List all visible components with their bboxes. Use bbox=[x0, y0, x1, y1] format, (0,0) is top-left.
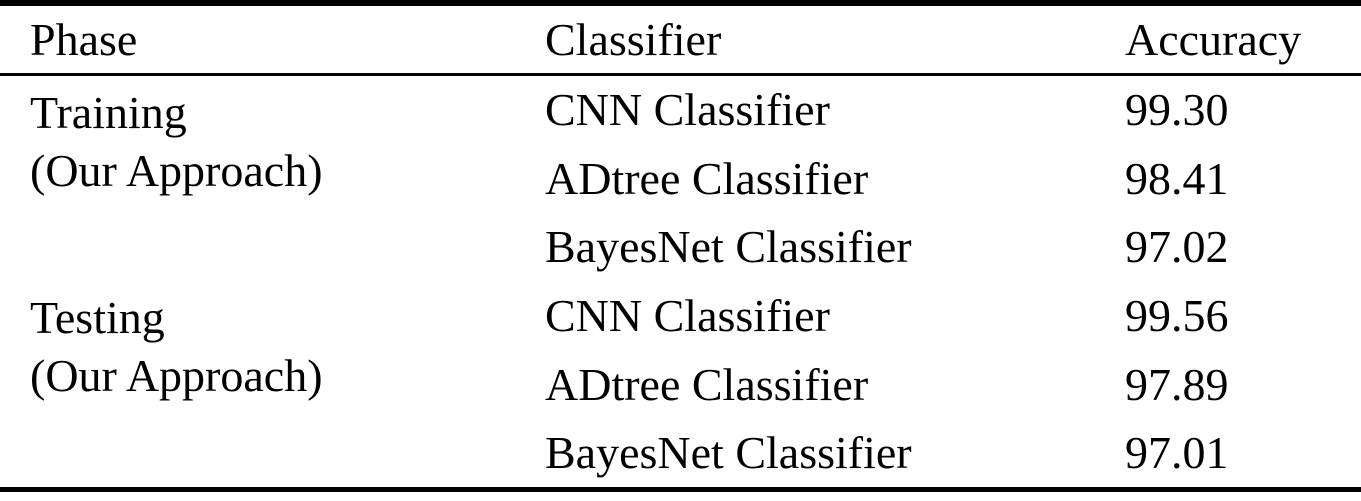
table-header: Phase Classifier Accuracy bbox=[0, 3, 1361, 74]
accuracy-cell: 98.41 bbox=[1125, 152, 1229, 204]
classifier-cell: BayesNet Classifier bbox=[545, 221, 912, 273]
accuracy-cell: 99.30 bbox=[1125, 84, 1229, 136]
classifier-cell: CNN Classifier bbox=[545, 290, 830, 342]
classifier-cell: ADtree Classifier bbox=[545, 358, 869, 410]
header-accuracy: Accuracy bbox=[1125, 13, 1302, 65]
phase-cell-training: Training (Our Approach) bbox=[0, 74, 545, 281]
table-row-training-adtree: ADtree Classifier 98.41 bbox=[0, 144, 1361, 213]
table-row-testing-adtree: ADtree Classifier 97.89 bbox=[0, 350, 1361, 419]
header-phase: Phase bbox=[30, 13, 138, 65]
table-row-testing-bayesnet: BayesNet Classifier 97.01 bbox=[0, 418, 1361, 489]
table-row-testing-cnn: Testing (Our Approach) CNN Classifier 99… bbox=[0, 281, 1361, 401]
phase-approach-note: (Our Approach) bbox=[30, 144, 323, 196]
phase-name: Testing bbox=[30, 292, 165, 344]
accuracy-cell: 97.02 bbox=[1125, 221, 1229, 273]
accuracy-cell: 99.56 bbox=[1125, 290, 1229, 342]
header-classifier: Classifier bbox=[545, 13, 722, 65]
phase-approach-note: (Our Approach) bbox=[30, 350, 323, 402]
classifier-cell: ADtree Classifier bbox=[545, 152, 869, 204]
phase-name: Training bbox=[30, 86, 187, 138]
classifier-cell: BayesNet Classifier bbox=[545, 427, 912, 479]
table-row-training-bayesnet: BayesNet Classifier 97.02 bbox=[0, 213, 1361, 282]
table-body: Training (Our Approach) CNN Classifier 9… bbox=[0, 74, 1361, 490]
accuracy-cell: 97.89 bbox=[1125, 358, 1229, 410]
table-row-training-cnn: Training (Our Approach) CNN Classifier 9… bbox=[0, 74, 1361, 195]
phase-cell-testing: Testing (Our Approach) bbox=[0, 281, 545, 489]
classifier-cell: CNN Classifier bbox=[545, 84, 830, 136]
accuracy-cell: 97.01 bbox=[1125, 427, 1229, 479]
header-row: Phase Classifier Accuracy bbox=[0, 3, 1361, 74]
